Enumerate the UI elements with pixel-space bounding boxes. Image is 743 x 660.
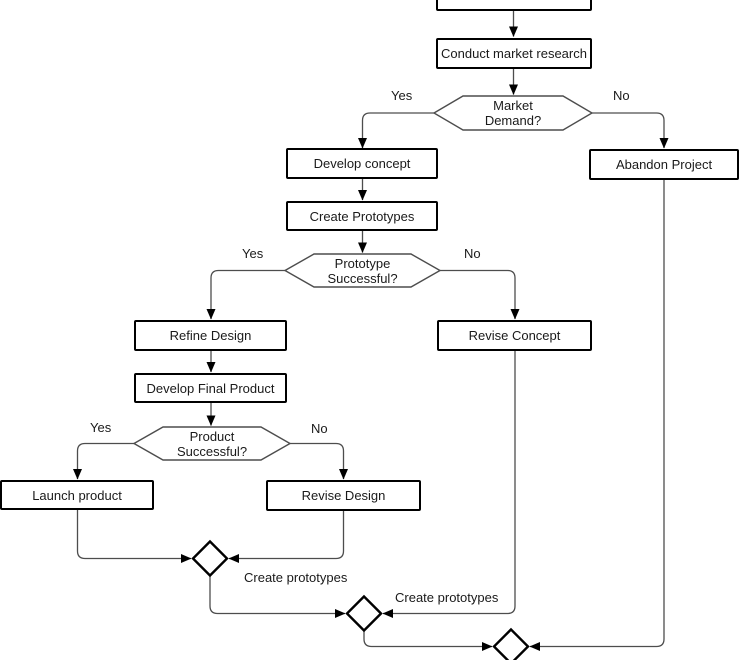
node-develop-final-product: Develop Final Product xyxy=(134,373,287,403)
edge-label-prototype-yes: Yes xyxy=(242,246,264,261)
connector-launch-to-junction1 xyxy=(76,510,192,563)
edge-label-market-demand-yes: Yes xyxy=(391,88,413,103)
connector-revise-concept-to-junction2 xyxy=(382,351,516,618)
connector-product-no xyxy=(290,442,348,480)
node-refine-design: Refine Design xyxy=(134,320,287,351)
node-label: Revise Design xyxy=(301,488,386,503)
decision-shape-product-successful xyxy=(132,426,292,461)
connector-product-yes xyxy=(73,442,134,480)
node-conduct-market-research: Conduct market research xyxy=(436,38,592,69)
node-label: Develop Final Product xyxy=(146,380,275,396)
node-develop-concept: Develop concept xyxy=(286,148,438,179)
connector-prototype-yes xyxy=(206,269,285,320)
edge-label-market-demand-no: No xyxy=(613,88,630,103)
edge-label-product-yes: Yes xyxy=(90,420,112,435)
node-label: Create Prototypes xyxy=(309,208,415,224)
decision-shape-market-demand xyxy=(432,95,594,131)
edge-label-create-prototypes-right: Create prototypes xyxy=(395,590,499,605)
connector-prototype-no xyxy=(440,269,520,320)
node-label: Develop concept xyxy=(313,156,411,171)
node-create-prototypes: Create Prototypes xyxy=(286,201,438,231)
node-label: Revise Concept xyxy=(468,328,561,343)
decision-label-market-demand: Market Demand? xyxy=(484,98,542,128)
junction-diamond-3 xyxy=(492,627,530,660)
decision-label-product-successful: Product Successful? xyxy=(176,429,248,459)
decision-shape-prototype-successful xyxy=(283,253,442,288)
edge-label-prototype-no: No xyxy=(464,246,481,261)
junction-diamond-1 xyxy=(191,539,229,578)
node-abandon-project: Abandon Project xyxy=(589,149,739,180)
edge-label-product-no: No xyxy=(311,421,328,436)
connector-revise-design-to-junction1 xyxy=(228,511,345,563)
node-revise-design: Revise Design xyxy=(266,480,421,511)
node-label: Abandon Project xyxy=(615,157,713,172)
node-label: Launch product xyxy=(32,487,122,503)
node-top-partial xyxy=(436,0,592,11)
edge-label-create-prototypes-left: Create prototypes xyxy=(244,570,348,585)
node-label: Conduct market research xyxy=(441,46,587,61)
node-label: Refine Design xyxy=(169,328,252,343)
connector-abandon-to-junction3 xyxy=(529,180,665,651)
connector-junction2-to-junction3 xyxy=(363,630,493,651)
connector-junction1-to-junction2 xyxy=(209,575,346,618)
connector-demand-no xyxy=(592,112,669,149)
node-launch-product: Launch product xyxy=(0,480,154,510)
connector-demand-yes xyxy=(358,112,434,149)
decision-label-prototype-successful: Prototype Successful? xyxy=(327,256,398,286)
node-revise-concept: Revise Concept xyxy=(437,320,592,351)
junction-diamond-2 xyxy=(345,594,383,633)
